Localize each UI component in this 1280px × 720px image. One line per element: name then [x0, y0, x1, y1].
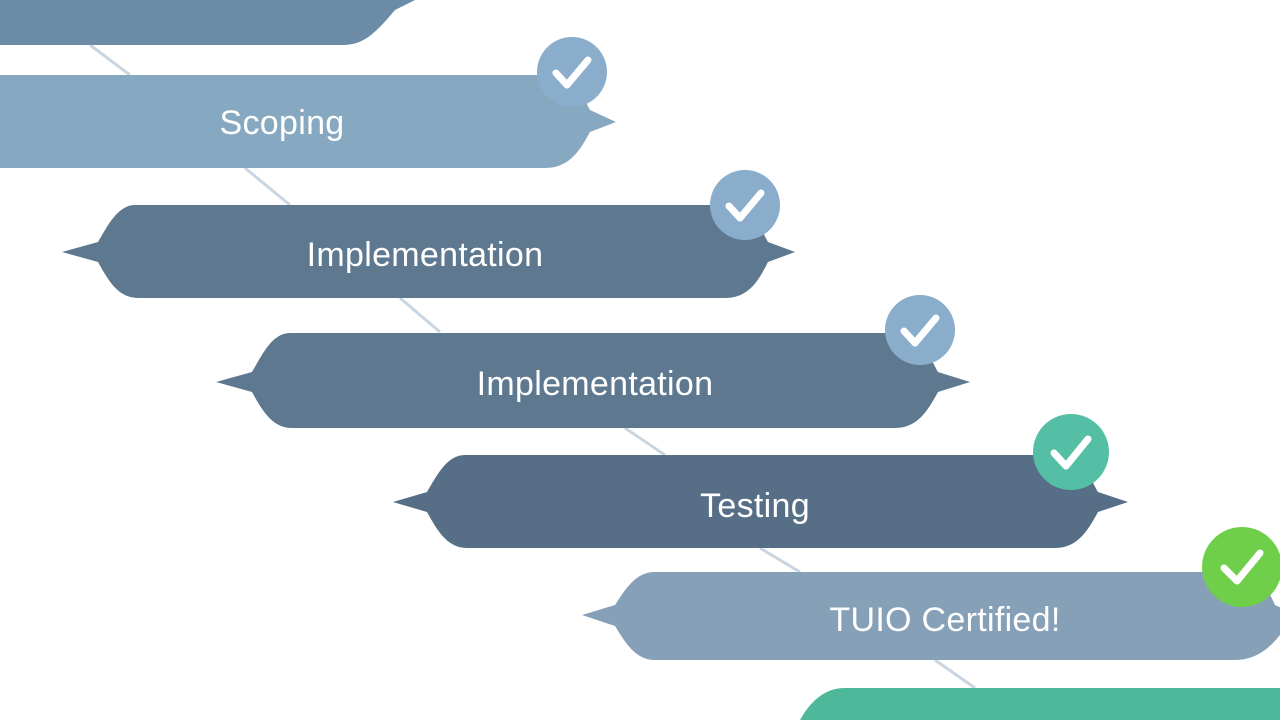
step-label-tuio-certified: TUIO Certified! [829, 601, 1060, 639]
connector-line [624, 426, 666, 457]
step-banner-implementation-1: Implementation [62, 170, 795, 298]
step-banner-scoping: Scoping [0, 37, 616, 168]
step-banner-top-partial [0, 0, 415, 45]
connector-line [89, 43, 131, 77]
checkmark-icon [710, 170, 780, 240]
connector-line [399, 296, 441, 334]
step-label-implementation-2: Implementation [477, 365, 714, 403]
connector-line [759, 546, 801, 574]
checkmark-icon [885, 295, 955, 365]
step-label-testing: Testing [700, 487, 810, 525]
step-banner-implementation-2: Implementation [216, 295, 970, 428]
checkmark-icon [1033, 414, 1109, 490]
step-label-scoping: Scoping [220, 104, 345, 142]
checkmark-icon [537, 37, 607, 107]
step-banner-tuio-certified: TUIO Certified! [582, 527, 1280, 660]
connector-lines [89, 43, 976, 690]
step-label-implementation-1: Implementation [307, 236, 544, 274]
step-banner-testing: Testing [393, 414, 1128, 548]
step-banner-bottom-partial [800, 688, 1280, 720]
checkmark-icon [1202, 527, 1280, 607]
connector-line [244, 166, 291, 207]
connector-line [934, 658, 976, 690]
